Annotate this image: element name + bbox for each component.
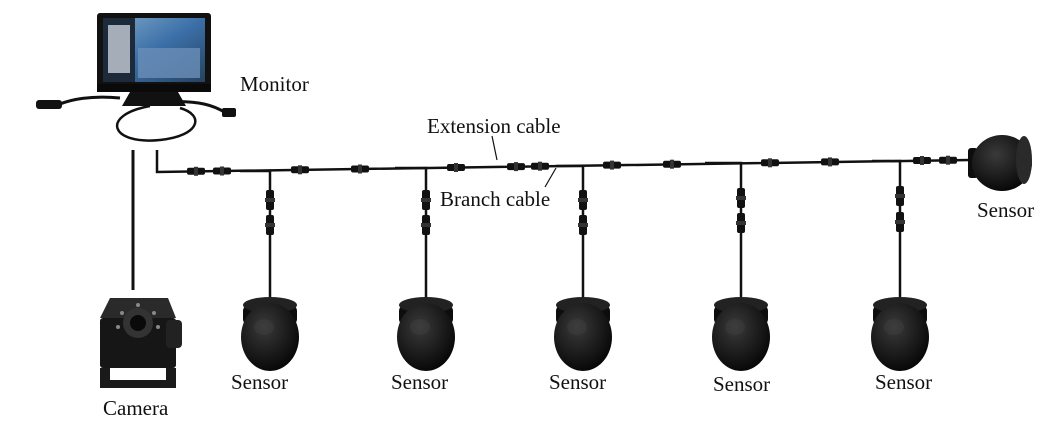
extension-cable-label: Extension cable: [427, 114, 561, 138]
drop-sensors: [241, 297, 929, 371]
camera-device: [100, 298, 182, 388]
branch-cable-label: Branch cable: [440, 187, 551, 211]
sensor-label-2: Sensor: [391, 370, 449, 394]
monitor-label: Monitor: [240, 72, 309, 96]
sensor-label-3: Sensor: [549, 370, 607, 394]
sensor-label-5: Sensor: [875, 370, 933, 394]
sensor-label-1: Sensor: [231, 370, 289, 394]
end-sensor: [968, 135, 1032, 191]
monitor-device: [36, 13, 236, 142]
end-sensor-label: Sensor: [977, 198, 1035, 222]
camera-label: Camera: [103, 396, 169, 420]
branch-cables: [240, 159, 905, 300]
extension-cable: [155, 150, 971, 176]
sensor-label-4: Sensor: [713, 372, 771, 396]
